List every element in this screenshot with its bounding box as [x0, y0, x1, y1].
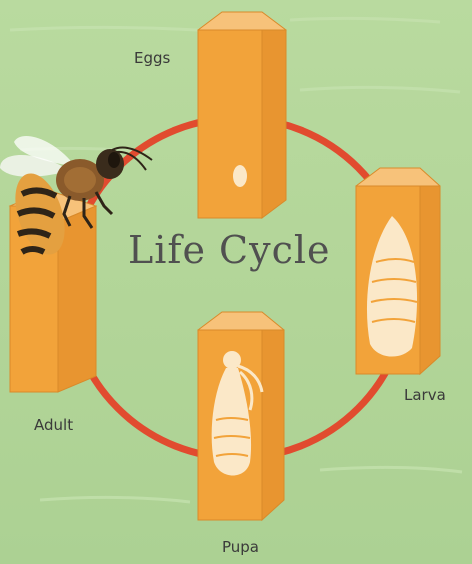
stage-label-adult: Adult [34, 416, 73, 434]
pupa-cell [198, 312, 284, 520]
eggs-cell [198, 12, 286, 218]
egg-icon [233, 165, 247, 187]
larva-cell [356, 168, 440, 374]
stage-label-eggs: Eggs [134, 49, 170, 67]
stage-label-pupa: Pupa [222, 538, 259, 556]
diagram-title: Life Cycle [128, 228, 328, 272]
stage-label-larva: Larva [404, 386, 446, 404]
